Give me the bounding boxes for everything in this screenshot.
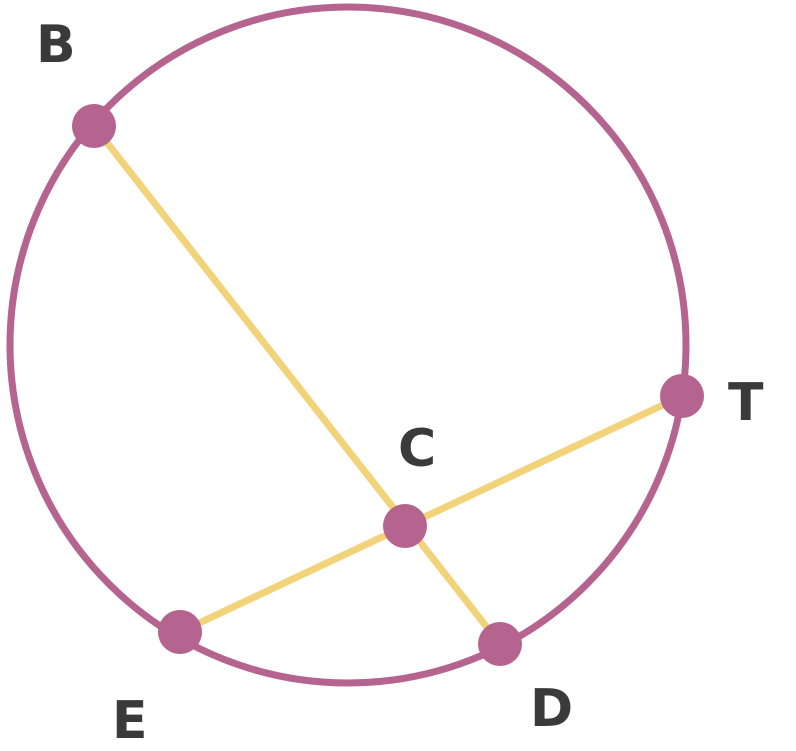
point-t	[660, 374, 704, 418]
label-e: E	[112, 691, 148, 751]
label-d: D	[530, 679, 573, 739]
point-b	[72, 104, 116, 148]
point-c	[383, 504, 427, 548]
label-c: C	[398, 419, 436, 479]
segment-et	[176, 392, 686, 636]
segment-bd	[90, 122, 504, 648]
label-b: B	[36, 15, 76, 75]
label-t: T	[728, 373, 764, 433]
circle	[6, 3, 690, 687]
point-d	[478, 622, 522, 666]
point-e	[158, 610, 202, 654]
